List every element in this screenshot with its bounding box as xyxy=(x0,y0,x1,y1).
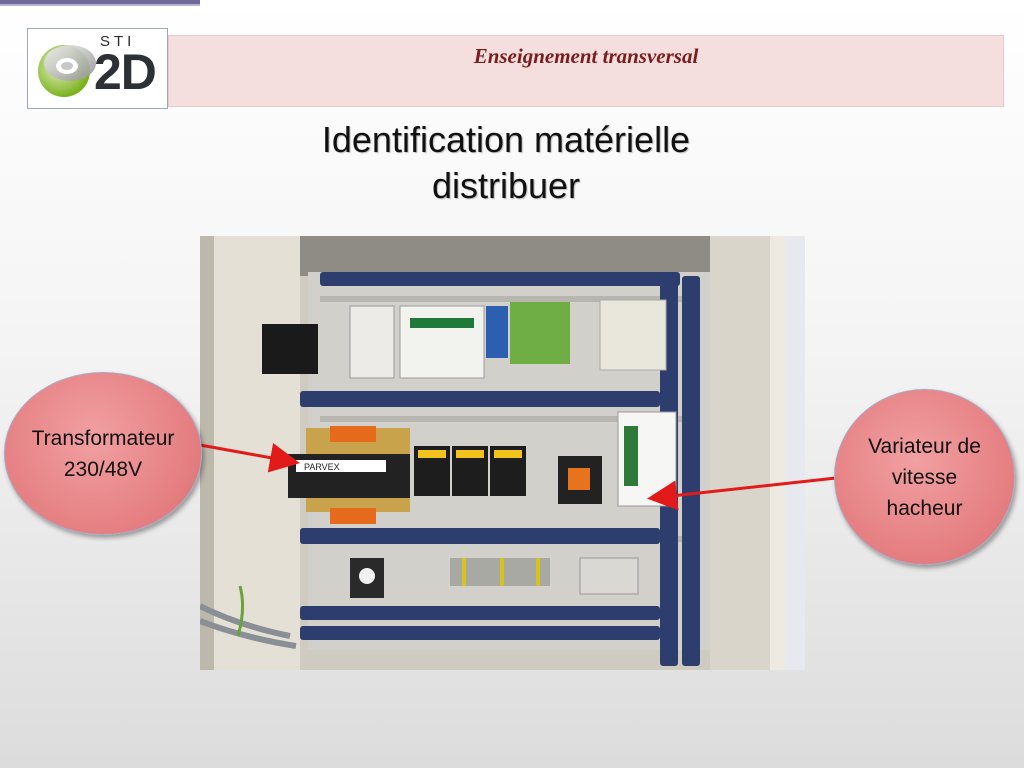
cabinet-illustration: PARVEX xyxy=(200,236,805,670)
logo-sti-text: STI xyxy=(100,33,136,50)
logo-swirl-icon xyxy=(38,45,96,97)
transformer-callout: Transformateur 230/48V xyxy=(4,372,202,535)
banner-title: Enseignement transversal xyxy=(473,44,699,68)
slide-title: Identification matérielle distribuer xyxy=(200,117,812,209)
slide-title-line1: Identification matérielle xyxy=(321,119,691,160)
variator-callout: Variateur de vitesse hacheur xyxy=(834,389,1015,565)
variator-callout-line3: hacheur xyxy=(886,496,963,520)
electrical-cabinet-photo: PARVEX xyxy=(200,236,805,670)
logo-2d-text: 2D xyxy=(94,44,157,100)
transformer-callout-line2: 230/48V xyxy=(63,457,143,481)
slide-title-line2: distribuer xyxy=(431,165,581,206)
top-accent-bar xyxy=(0,0,200,6)
sti2d-logo: STI 2D xyxy=(27,28,168,109)
transformer-callout-line1: Transformateur xyxy=(31,426,175,450)
variator-callout-line1: Variateur de xyxy=(868,434,981,458)
transformer-label: PARVEX xyxy=(304,462,340,472)
header-banner: Enseignement transversal xyxy=(168,35,1004,107)
variator-callout-line2: vitesse xyxy=(891,465,958,489)
